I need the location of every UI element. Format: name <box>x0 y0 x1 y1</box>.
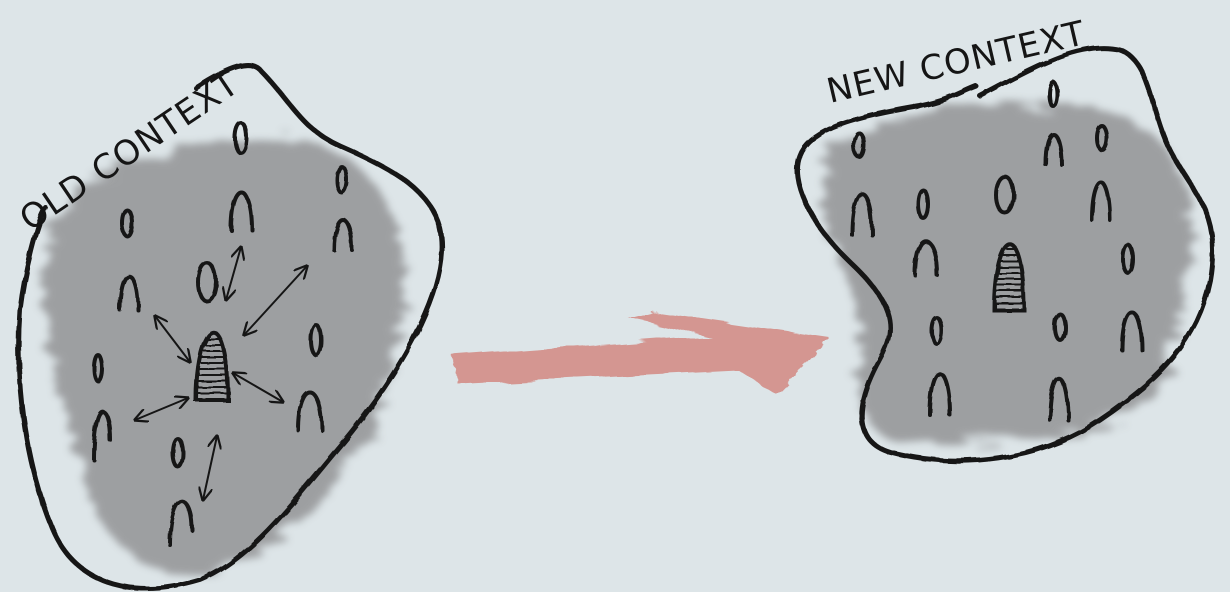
old-context-group: OLD CONTEXT <box>13 64 442 589</box>
arrow-right-icon <box>452 312 830 394</box>
new-context-group: NEW CONTEXT <box>797 13 1212 460</box>
